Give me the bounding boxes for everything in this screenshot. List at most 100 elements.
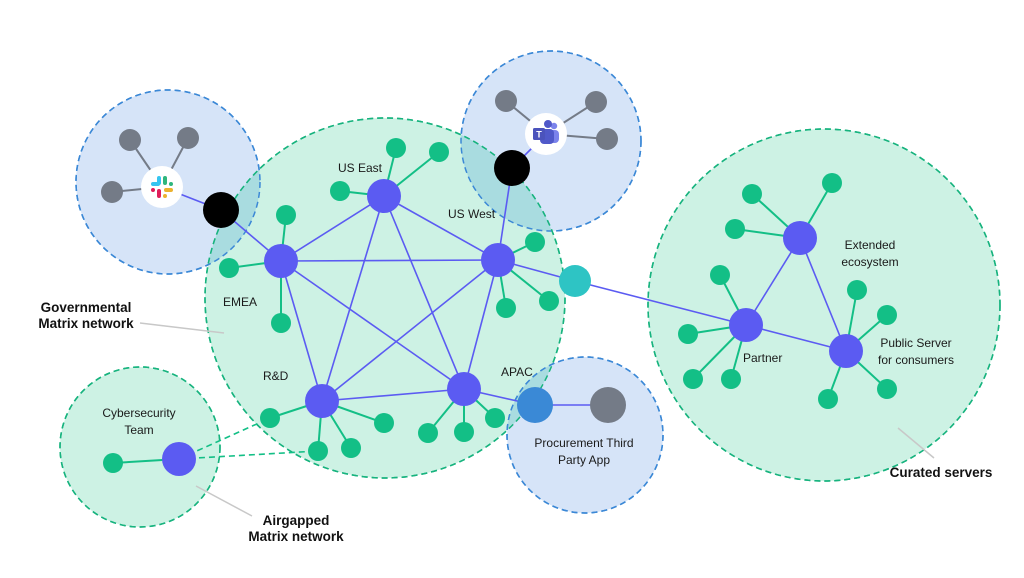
slack-node-background: [141, 166, 183, 208]
label-us-west: US West: [448, 207, 496, 221]
leaf-node-extended[interactable]: [742, 184, 762, 204]
leaf-node-partner[interactable]: [710, 265, 730, 285]
node-apac[interactable]: [447, 372, 481, 406]
callout-line-governmental: [139, 322, 225, 334]
edge-us-east-rnd: [321, 195, 385, 402]
label-partner: Partner: [743, 351, 782, 365]
leaf-node-apac[interactable]: [454, 422, 474, 442]
region-slack-bridge-border: [75, 89, 261, 275]
edge-extended-public: [799, 237, 847, 352]
leaf-node-public[interactable]: [818, 389, 838, 409]
leaf-node-rnd[interactable]: [374, 413, 394, 433]
bridged-user-node-teams[interactable]: [596, 128, 618, 150]
node-partner[interactable]: [729, 308, 763, 342]
edge-us-west-rnd: [321, 259, 499, 402]
label-extended-1: Extended: [845, 238, 896, 252]
leaf-node-partner[interactable]: [683, 369, 703, 389]
label-cybersecurity-2: Team: [124, 423, 153, 437]
node-proc-gw[interactable]: [517, 387, 553, 423]
nodes: [101, 90, 897, 476]
leaf-node-emea[interactable]: [276, 205, 296, 225]
region-airgapped-matrix-border: [59, 366, 221, 528]
teams-node[interactable]: T: [525, 113, 567, 155]
leaf-node-rnd[interactable]: [260, 408, 280, 428]
bridged-user-node-slack[interactable]: [101, 181, 123, 203]
node-proc-app[interactable]: [590, 387, 626, 423]
bridged-user-node-teams[interactable]: [585, 91, 607, 113]
leaf-node-rnd[interactable]: [308, 441, 328, 461]
callout-curated: Curated servers: [890, 465, 993, 480]
edge-emea-rnd: [280, 260, 323, 402]
leaf-node-extended[interactable]: [822, 173, 842, 193]
label-cybersecurity-1: Cybersecurity: [102, 406, 175, 420]
edge-us-east-us-west: [383, 195, 499, 261]
leaf-node-apac[interactable]: [485, 408, 505, 428]
edge-partner-extended: [745, 237, 801, 326]
callout-airgapped-1: Airgapped: [263, 513, 330, 528]
edge-emea-apac: [280, 260, 465, 390]
airgap-link-cyber-rnd-leaf-1: [178, 417, 271, 460]
region-curated-servers-border: [647, 128, 1001, 482]
bridged-user-node-slack[interactable]: [177, 127, 199, 149]
node-rnd[interactable]: [305, 384, 339, 418]
leaf-node-emea[interactable]: [219, 258, 239, 278]
microsoft-teams-logo-icon: T: [533, 120, 559, 144]
leaf-node-public[interactable]: [877, 379, 897, 399]
node-public[interactable]: [829, 334, 863, 368]
node-gateway[interactable]: [559, 265, 591, 297]
edge-emea-us-west: [280, 259, 499, 262]
leaf-node-apac[interactable]: [418, 423, 438, 443]
edge-rnd-apac: [321, 388, 465, 402]
region-governmental-matrix-border: [204, 117, 566, 479]
bridged-user-node-slack[interactable]: [119, 129, 141, 151]
label-public-server-1: Public Server: [880, 336, 951, 350]
leaf-node-cyber[interactable]: [103, 453, 123, 473]
region-airgapped-matrix: [59, 366, 221, 528]
airgap-link-cyber-rnd-leaf-2: [178, 450, 319, 460]
leaf-node-partner[interactable]: [678, 324, 698, 344]
node-extended[interactable]: [783, 221, 817, 255]
callout-governmental-1: Governmental: [41, 300, 132, 315]
node-teams-bridge[interactable]: [494, 150, 530, 186]
label-procurement-2: Party App: [558, 453, 610, 467]
edge-partner-public: [745, 324, 847, 352]
node-cyber[interactable]: [162, 442, 196, 476]
node-us-east[interactable]: [367, 179, 401, 213]
callout-governmental-2: Matrix network: [38, 316, 134, 331]
node-emea[interactable]: [264, 244, 298, 278]
label-rnd: R&D: [263, 369, 289, 383]
leaf-node-us-east[interactable]: [330, 181, 350, 201]
node-slack-bridge[interactable]: [203, 192, 239, 228]
leaf-node-us-east[interactable]: [429, 142, 449, 162]
leaf-node-partner[interactable]: [721, 369, 741, 389]
slack-node[interactable]: [141, 166, 183, 208]
leaf-node-rnd[interactable]: [341, 438, 361, 458]
leaf-node-us-west[interactable]: [496, 298, 516, 318]
label-apac: APAC: [501, 365, 533, 379]
label-us-east: US East: [338, 161, 383, 175]
callout-lines: [139, 322, 935, 517]
teams-logo-letter: T: [536, 130, 542, 140]
callout-airgapped-2: Matrix network: [248, 529, 344, 544]
label-extended-2: ecosystem: [841, 255, 898, 269]
bridged-user-node-teams[interactable]: [495, 90, 517, 112]
node-us-west[interactable]: [481, 243, 515, 277]
callout-labels: Governmental Matrix network Airgapped Ma…: [38, 300, 992, 544]
region-teams-bridge-border: [460, 50, 642, 232]
leaf-node-emea[interactable]: [271, 313, 291, 333]
leaf-node-us-west[interactable]: [539, 291, 559, 311]
leaf-node-us-west[interactable]: [525, 232, 545, 252]
leaf-node-us-east[interactable]: [386, 138, 406, 158]
leaf-node-extended[interactable]: [725, 219, 745, 239]
region-procurement-app-border: [506, 356, 664, 514]
edge-gateway-partner: [574, 280, 747, 326]
slack-logo-icon: [151, 176, 173, 198]
leaf-node-public[interactable]: [847, 280, 867, 300]
callout-line-airgapped: [195, 485, 253, 517]
label-emea: EMEA: [223, 295, 257, 309]
leaf-node-public[interactable]: [877, 305, 897, 325]
edge-us-west-apac: [463, 259, 499, 390]
label-public-server-2: for consumers: [878, 353, 954, 367]
labels: US East US West EMEA R&D APAC Partner Ex…: [102, 161, 954, 467]
